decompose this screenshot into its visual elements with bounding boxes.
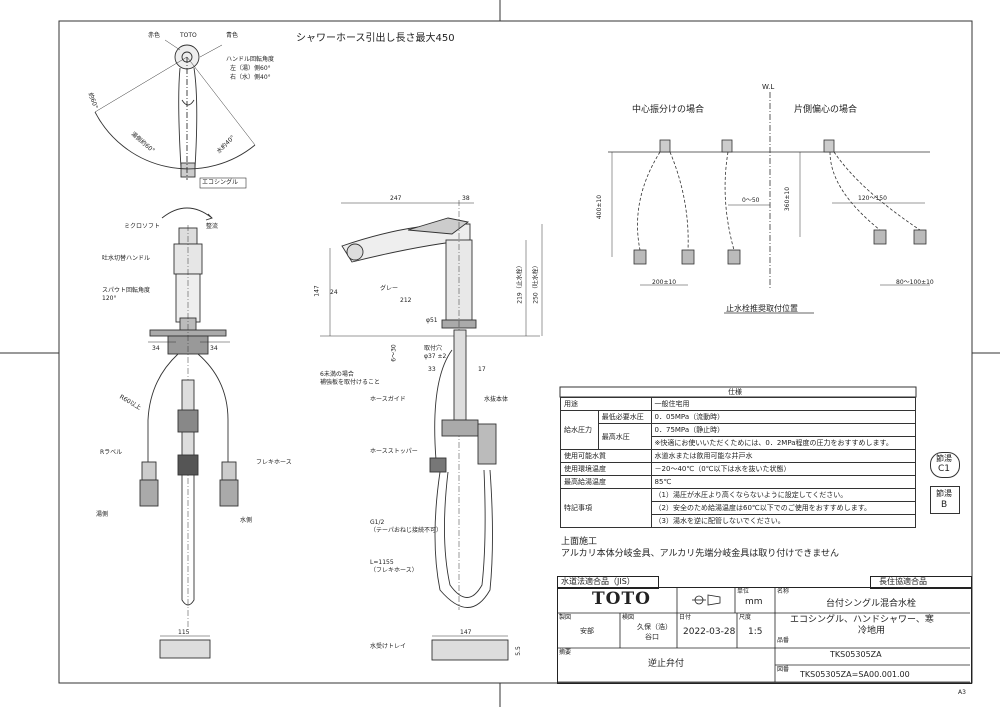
label-g12: G1/2: [370, 519, 385, 526]
spec-row: 用途一般住宅用: [560, 397, 917, 411]
label-toto: TOTO: [180, 32, 197, 39]
label-mount-hole: 取付穴: [424, 345, 443, 352]
note-top-mount: 上面施工: [561, 537, 598, 547]
drawing-number: TKS05305ZA=SA00.001.00: [800, 670, 910, 679]
dim-mount-hole: φ37 ±2: [424, 353, 447, 360]
dim-120-150: 120～150: [858, 195, 887, 202]
sheet-size: A3: [958, 689, 966, 696]
sheet-frame: [58, 20, 973, 684]
label-g12-note: （テーパおねじ接続不可）: [370, 527, 442, 534]
side-view: [320, 200, 543, 661]
label-water-stop: 整流: [206, 223, 219, 230]
label-micro-soft: ミクロソフト: [124, 223, 161, 230]
dim-200: 200±10: [652, 279, 677, 286]
label-switch-handle: 吐水切替ハンドル: [102, 255, 151, 262]
dim-0-50: 0～50: [742, 197, 760, 204]
label-left-hot: 左（湯）側60°: [230, 65, 271, 72]
label-right-cold: 右（水）側40°: [230, 74, 271, 81]
name-label: 名称: [777, 588, 790, 595]
unit-label: 単位: [737, 588, 750, 595]
label-l1155: L=1155: [370, 559, 394, 566]
label-handle-angle: ハンドル回転角度: [226, 56, 275, 63]
unit-value: mm: [745, 597, 763, 607]
checked-label: 検図: [622, 614, 635, 621]
eco-single-label: エコシングル: [202, 179, 239, 186]
label-wl: W.L: [762, 83, 775, 91]
remarks-label: 摘要: [559, 649, 572, 656]
label-center-case: 中心振分けの場合: [632, 105, 705, 115]
dim-80-100: 80～100±10: [896, 279, 934, 286]
name-line2: エコシングル、ハンドシャワー、寒: [790, 615, 934, 625]
toto-logo: TOTO: [592, 589, 651, 609]
spec-row: 特記事項（1）湯圧が水圧より高くならないように設定してください。: [560, 488, 917, 528]
label-flexi: （フレキホース）: [370, 567, 418, 574]
checked-by-1: 久保（浩）: [637, 623, 672, 631]
label-r-label: Rラベル: [100, 449, 123, 456]
title-block: [557, 587, 972, 684]
long-life-label-box: 長住協適合品: [870, 576, 972, 589]
label-tray: 水受けトレイ: [370, 643, 407, 650]
part-label: 品番: [777, 637, 790, 644]
install-diagram: [608, 92, 930, 314]
drawing-date: 2022-03-28: [683, 627, 736, 637]
badge-b: 節湯 B: [930, 486, 960, 514]
dim-247: 247: [390, 195, 402, 202]
hose-length-note: シャワーホース引出し長さ最大450: [296, 33, 455, 44]
drawing-number-label: 図番: [777, 666, 790, 673]
note-under6-a: 6未満の場合: [320, 371, 354, 378]
dim-38: 38: [462, 195, 470, 202]
badge-c1: 節湯 C1: [930, 452, 960, 478]
label-side-case: 片側偏心の場合: [794, 105, 858, 115]
label-body: 水抜本体: [484, 396, 509, 403]
label-spout-angle: スパウト回転角度: [102, 287, 151, 294]
note-alkali: アルカリ本体分岐金具、アルカリ先端分岐金具は取り付けできません: [561, 549, 840, 559]
jis-label-box: 水道法適合品（JIS）: [557, 576, 659, 589]
dim-24: 24: [330, 289, 338, 296]
dim-34-right: 34: [210, 345, 218, 352]
spec-title: 仕様: [728, 388, 742, 396]
drawn-by: 安部: [580, 627, 594, 635]
dim-34-left: 34: [152, 345, 160, 352]
label-red: 赤色: [148, 32, 161, 39]
label-flexi-hose: フレキホース: [256, 459, 292, 466]
install-caption: 止水栓推奨取付位置: [726, 304, 798, 313]
label-hose-stopper: ホースストッパー: [370, 448, 418, 455]
remarks-value: 逆止弁付: [648, 659, 685, 669]
note-under6-b: 補強板を取付けること: [320, 379, 381, 386]
front-view: [139, 207, 239, 659]
label-gray: グレー: [380, 285, 399, 292]
spec-row: （3）湯水を逆に配管しないでください。: [561, 514, 917, 528]
scale-label: 尺度: [739, 614, 752, 621]
dim-147b: 147: [460, 629, 472, 636]
name-line3: 冷地用: [858, 626, 886, 636]
projection-symbol-icon: [692, 594, 721, 606]
dim-33: 33: [428, 366, 436, 373]
label-spout-angle-val: 120°: [102, 295, 117, 302]
date-label: 日付: [679, 614, 692, 621]
dim-51: φ51: [426, 317, 438, 324]
part-number: TKS05305ZA: [830, 650, 882, 659]
dim-17: 17: [478, 366, 486, 373]
label-hot-side: 湯側: [96, 511, 109, 518]
drawn-label: 製図: [559, 614, 572, 621]
checked-by-2: 谷口: [645, 633, 659, 641]
top-view: [94, 39, 256, 189]
label-hose-guide: ホースガイド: [370, 396, 406, 403]
dim-212: 212: [400, 297, 412, 304]
scale-value: 1:5: [748, 627, 763, 637]
dim-115: 115: [178, 629, 190, 636]
label-cold-side: 水側: [240, 517, 253, 524]
label-blue: 青色: [226, 32, 239, 39]
name-line1: 台付シングル混合水栓: [826, 599, 917, 609]
